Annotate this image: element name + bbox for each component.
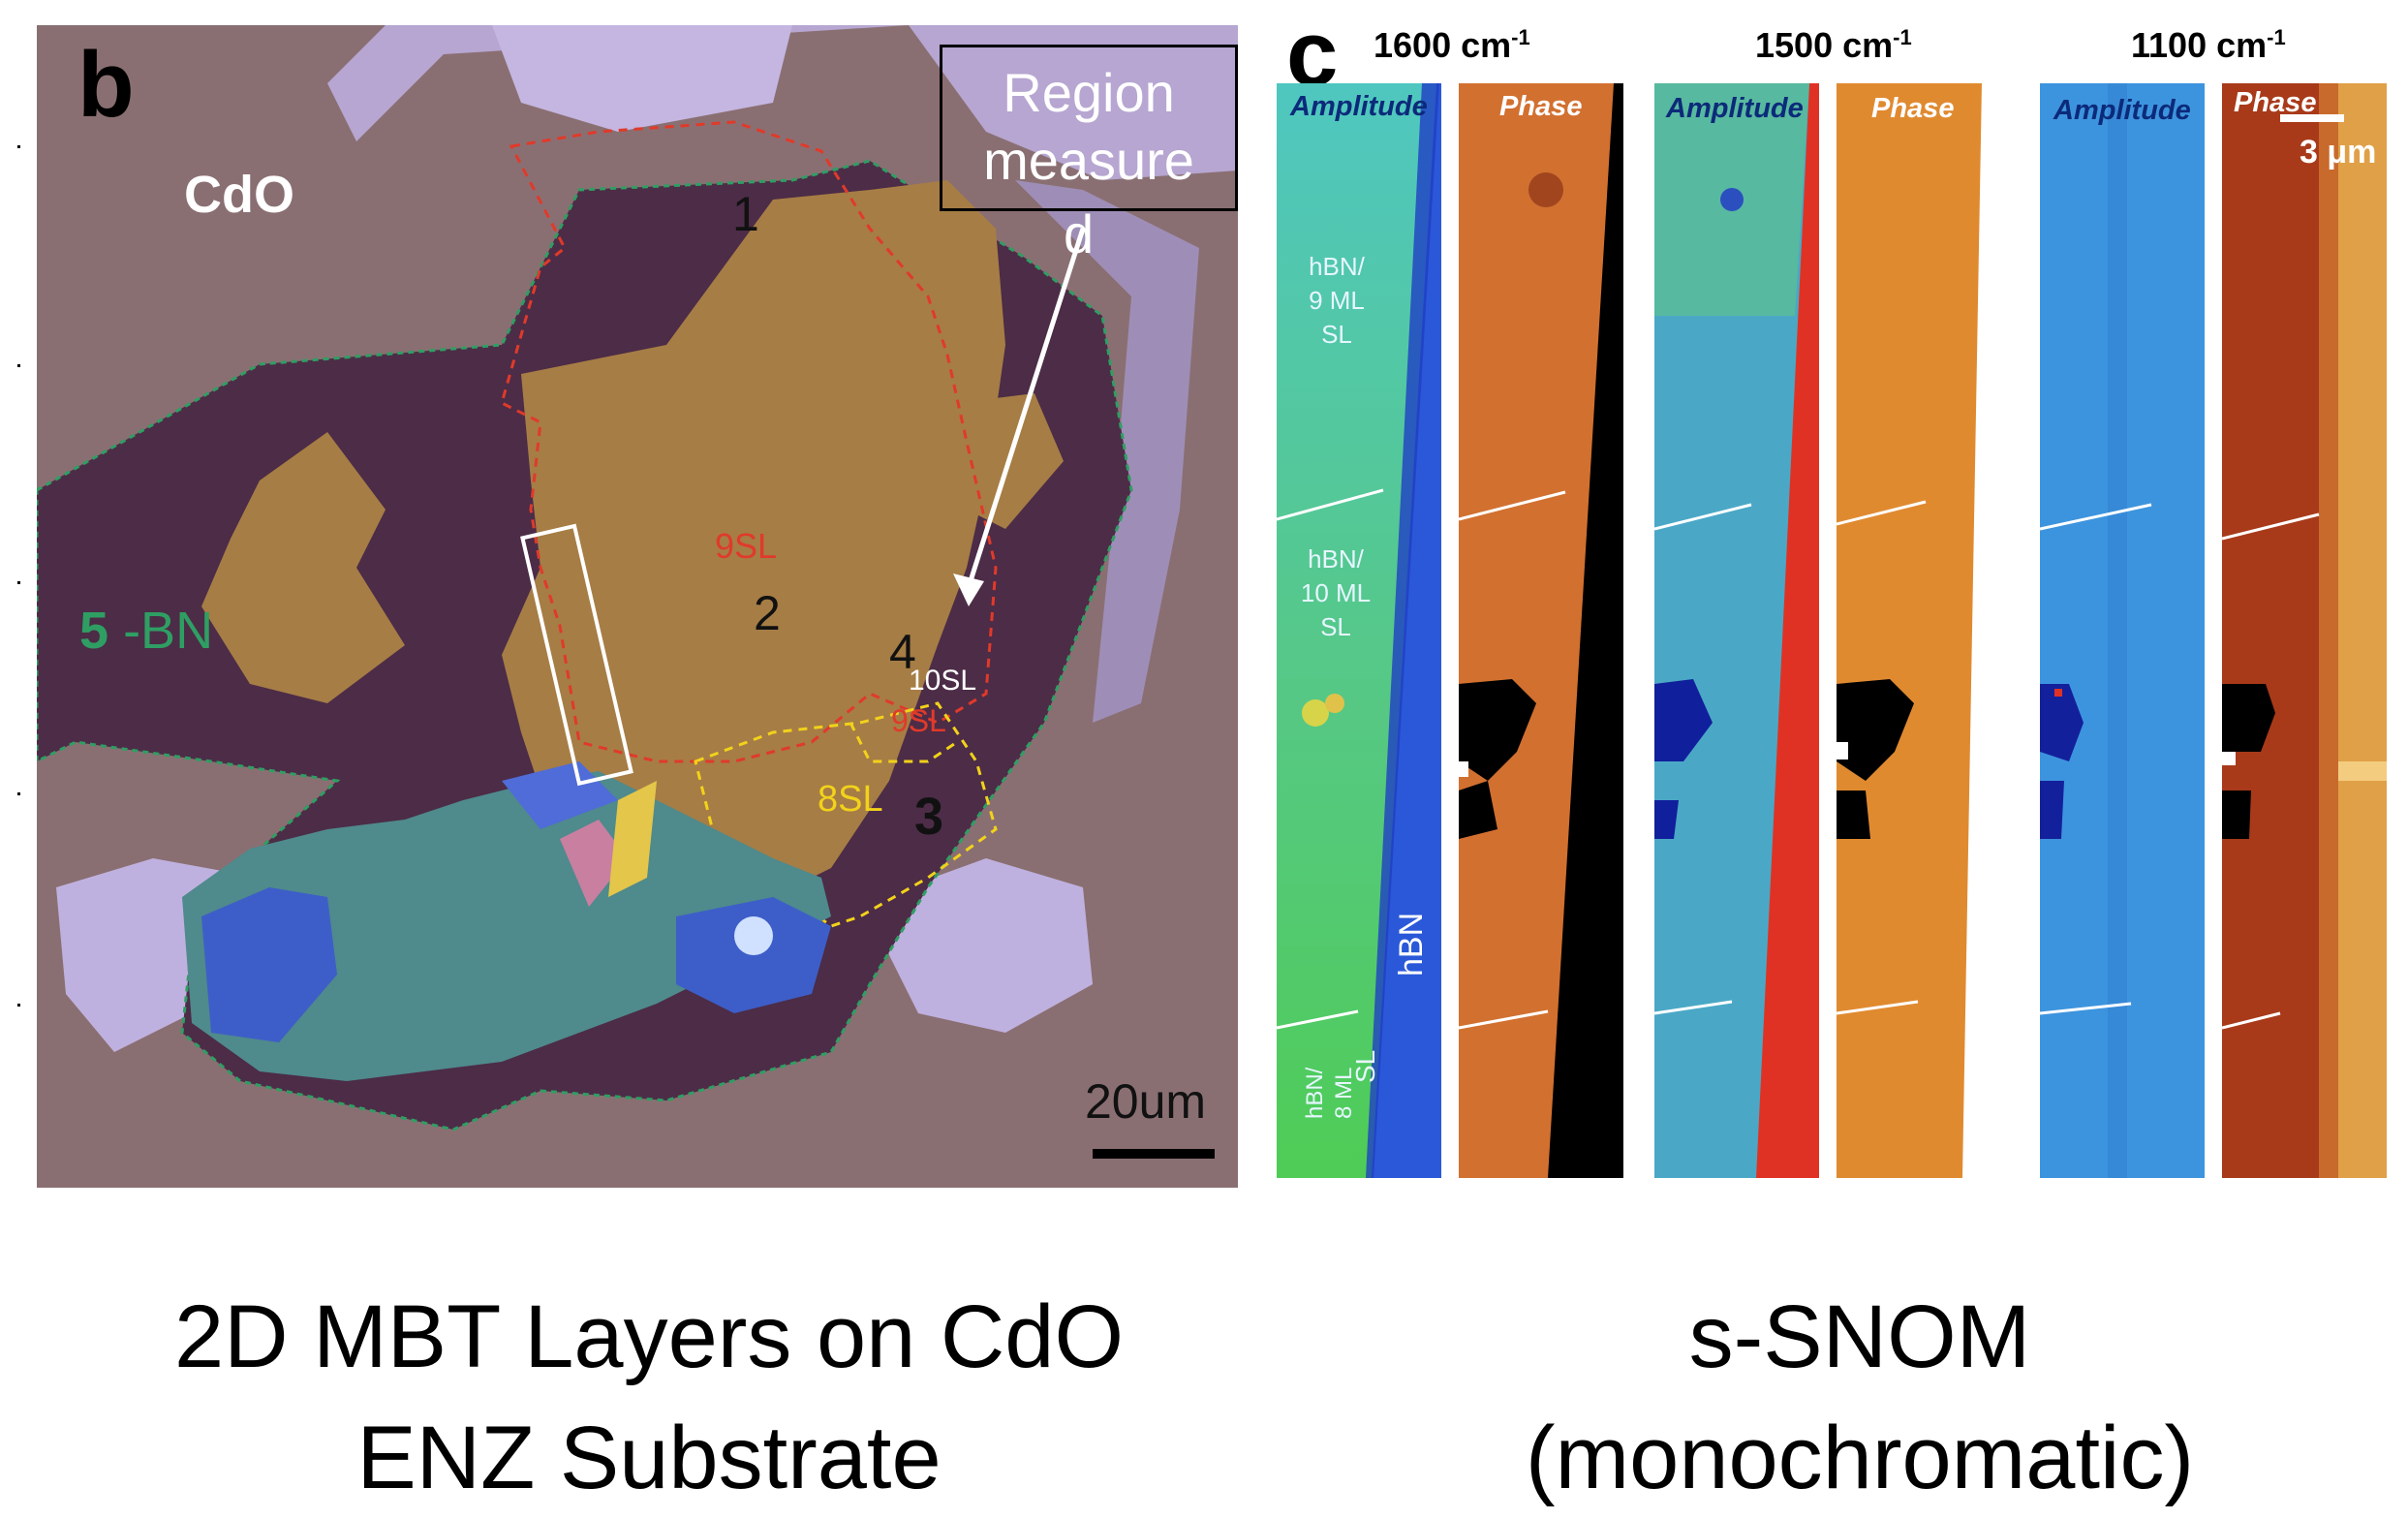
frequency-1600: 1600 cm-1 bbox=[1374, 27, 1530, 63]
frequency-1100: 1100 cm-1 bbox=[2131, 27, 2286, 63]
scale-bar-label-c: 3 μm bbox=[2300, 134, 2377, 170]
bn-label: 5 -BN bbox=[79, 604, 213, 657]
label-hbn-9ml-line3: SL bbox=[1321, 320, 1352, 350]
flake-right-strip bbox=[1015, 180, 1199, 723]
thin-flakes-region bbox=[182, 771, 831, 1081]
region-label-line2: measure bbox=[983, 130, 1194, 191]
panel-b: b CdO 5 -BN Region measure d 1 2 3 4 9SL… bbox=[37, 25, 1238, 1188]
blue-flake-3 bbox=[502, 761, 618, 829]
frequency-1500-value: 1500 cm bbox=[1755, 25, 1894, 65]
region-arrow bbox=[966, 228, 1086, 588]
label-sl-rotated: SL bbox=[1350, 1049, 1380, 1083]
mbt-flake-left bbox=[201, 432, 405, 703]
flake-top-left bbox=[492, 25, 792, 132]
map-title-phase-1500: Phase bbox=[1871, 93, 1955, 124]
scale-bar-20um bbox=[1093, 1149, 1215, 1159]
bn-label-number: 5 bbox=[79, 602, 109, 660]
left-edge-ticks bbox=[17, 145, 21, 1017]
caption-left: 2D MBT Layers on CdO ENZ Substrate bbox=[58, 1277, 1240, 1519]
label-hbn-9ml: hBN/ 9 ML SL bbox=[1288, 250, 1385, 352]
map-title-amplitude-1500: Amplitude bbox=[1666, 93, 1804, 124]
map-title-phase-1100: Phase bbox=[2234, 87, 2317, 118]
label-hbn-rotated: hBN bbox=[1393, 912, 1430, 976]
frequency-1100-value: 1100 cm bbox=[2131, 25, 2268, 65]
map-title-phase-1600: Phase bbox=[1499, 91, 1583, 122]
region-label-line3: d bbox=[1064, 203, 1095, 264]
label-hbn-10ml-line3: SL bbox=[1320, 612, 1351, 642]
pink-flake bbox=[560, 820, 628, 907]
map-amplitude-1600 bbox=[1277, 83, 1441, 1178]
label-10sl: 10SL bbox=[909, 665, 977, 697]
sl9-outline bbox=[500, 120, 998, 763]
map-phase-1600 bbox=[1459, 83, 1623, 1178]
bn-label-text: -BN bbox=[123, 602, 214, 660]
frequency-1600-sup: -1 bbox=[1511, 25, 1530, 49]
label-hbn-10ml-line2: 10 ML bbox=[1300, 578, 1372, 608]
point-2: 2 bbox=[754, 586, 781, 640]
label-9sl-a: 9SL bbox=[715, 526, 778, 566]
label-hbn-8ml-line1: hBN/ bbox=[1302, 1067, 1328, 1119]
frequency-1500: 1500 cm-1 bbox=[1755, 27, 1912, 63]
yellow-flake bbox=[608, 781, 657, 897]
map-phase-1100 bbox=[2222, 83, 2387, 1178]
caption-left-line1: 2D MBT Layers on CdO bbox=[173, 1287, 1124, 1386]
map-amplitude-1500 bbox=[1654, 83, 1819, 1178]
cdo-label: CdO bbox=[184, 166, 294, 224]
label-hbn-10ml-line1: hBN/ bbox=[1308, 544, 1364, 574]
blue-spot bbox=[734, 916, 773, 955]
label-hbn-10ml: hBN/ 10 ML SL bbox=[1282, 542, 1389, 644]
label-hbn-9ml-line1: hBN/ bbox=[1309, 252, 1365, 281]
scale-bar-label-b: 20um bbox=[1085, 1074, 1207, 1129]
map-title-amplitude-1600: Amplitude bbox=[1290, 91, 1428, 122]
flake-bottom-right bbox=[880, 858, 1093, 1033]
point-3: 3 bbox=[914, 788, 944, 846]
frequency-1600-value: 1600 cm bbox=[1374, 25, 1512, 65]
panel-b-letter: b bbox=[77, 33, 135, 137]
caption-left-line2: ENZ Substrate bbox=[356, 1409, 942, 1508]
frequency-1500-sup: -1 bbox=[1893, 25, 1912, 49]
region-measured-box bbox=[940, 45, 1238, 211]
optical-micrograph bbox=[37, 25, 1238, 1188]
map-title-amplitude-1100: Amplitude bbox=[2053, 95, 2191, 126]
point-4: 4 bbox=[889, 625, 916, 679]
map-phase-1500 bbox=[1837, 83, 2001, 1178]
frequency-1100-sup: -1 bbox=[2267, 25, 2286, 49]
label-9sl-b: 9SL bbox=[891, 703, 946, 738]
map-amplitude-1100 bbox=[2040, 83, 2205, 1178]
region-label-line1: Region bbox=[1003, 62, 1175, 123]
point-1: 1 bbox=[732, 187, 759, 241]
blue-flake-1 bbox=[201, 887, 337, 1042]
measured-region-box bbox=[520, 523, 633, 787]
region-arrow-head bbox=[953, 574, 984, 606]
label-hbn-9ml-line2: 9 ML bbox=[1309, 286, 1365, 316]
caption-right: s-SNOM (monochromatic) bbox=[1414, 1277, 2305, 1519]
sl8-outline-inner bbox=[849, 722, 958, 763]
caption-right-line2: (monochromatic) bbox=[1525, 1409, 2195, 1508]
caption-right-line1: s-SNOM bbox=[1688, 1287, 2031, 1386]
scale-bar-3um bbox=[2280, 114, 2344, 122]
label-8sl: 8SL bbox=[818, 779, 883, 820]
flake-top bbox=[327, 25, 1238, 180]
